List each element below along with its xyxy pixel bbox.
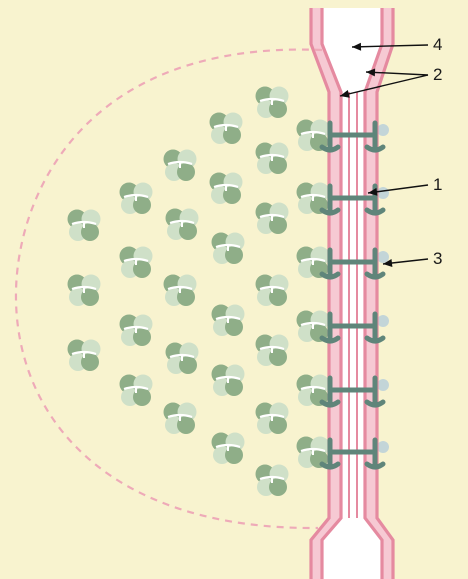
free-ribosome: [256, 275, 289, 307]
callout-label-4: 4: [433, 35, 442, 54]
free-ribosome: [68, 275, 101, 307]
free-ribosome: [164, 150, 197, 182]
free-ribosome: [212, 365, 245, 397]
free-ribosome: [212, 433, 245, 465]
free-ribosome: [256, 335, 289, 367]
free-ribosome: [120, 183, 153, 215]
free-ribosome: [256, 87, 289, 119]
callout-label-2: 2: [433, 65, 442, 84]
free-ribosome: [166, 343, 199, 375]
callout-label-3: 3: [433, 249, 442, 268]
free-ribosome: [120, 315, 153, 347]
free-ribosome: [210, 173, 243, 205]
free-ribosome: [210, 113, 243, 145]
free-ribosome: [68, 210, 101, 242]
free-ribosome: [164, 275, 197, 307]
free-ribosome: [120, 375, 153, 407]
free-ribosome: [212, 305, 245, 337]
free-ribosome: [120, 247, 153, 279]
free-ribosome: [256, 403, 289, 435]
free-ribosome: [68, 340, 101, 372]
free-ribosome: [256, 143, 289, 175]
free-ribosome: [166, 209, 199, 241]
callout-label-1: 1: [433, 175, 442, 194]
free-ribosome: [256, 203, 289, 235]
free-ribosome: [212, 233, 245, 265]
free-ribosome: [256, 465, 289, 497]
free-ribosome: [164, 403, 197, 435]
